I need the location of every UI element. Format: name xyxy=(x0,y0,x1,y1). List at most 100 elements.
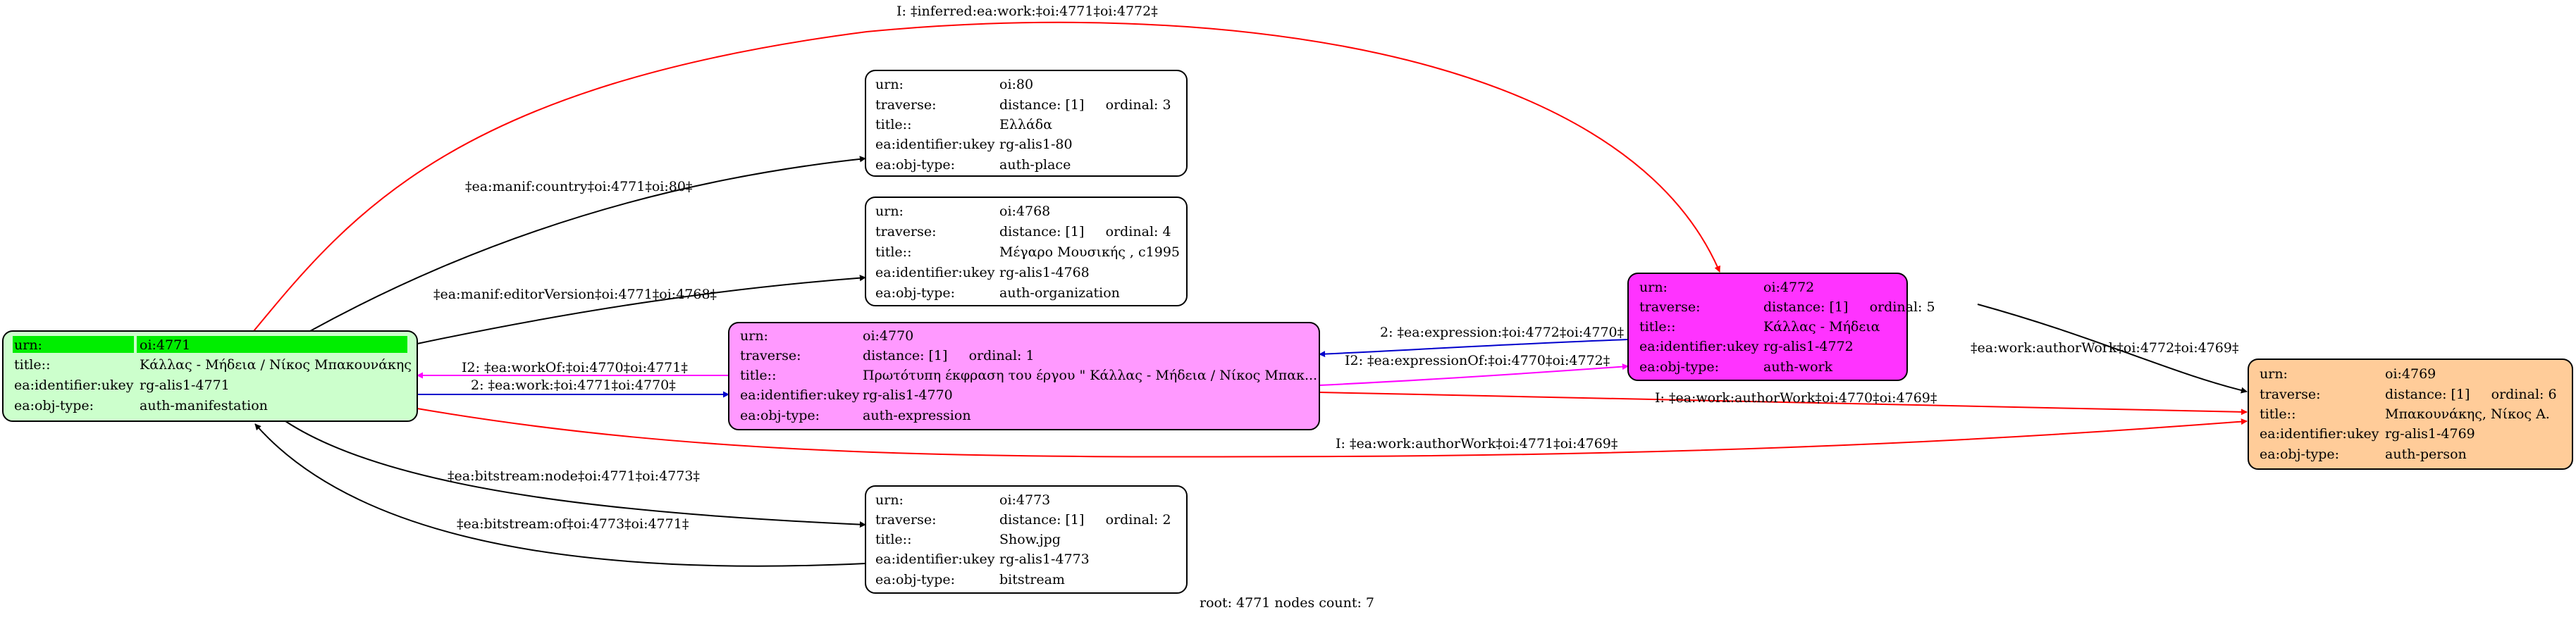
field-key: title:: xyxy=(14,357,50,373)
node-4772[interactable]: urn: oi:4772 traverse: distance: [1] ord… xyxy=(1627,273,1935,381)
node-4768[interactable]: urn: oi:4768 traverse: distance: [1] ord… xyxy=(865,197,1188,306)
field-value: distance: [1] ordinal: 2 xyxy=(999,512,1171,528)
field-key: ea:identifier:ukey xyxy=(740,387,860,403)
graph-caption: root: 4771 nodes count: 7 xyxy=(1200,595,1374,611)
edge-bitstream-node: ‡ea:bitstream:node‡oi:4771‡oi:4773‡ xyxy=(285,420,866,528)
node-box xyxy=(2,330,418,422)
edge-bitstream-of: ‡ea:bitstream:of‡oi:4773‡oi:4771‡ xyxy=(254,423,866,567)
field-key: title:: xyxy=(875,117,911,132)
edge-author-work-4770: I: ‡ea:work:authorWork‡oi:4770‡oi:4769‡ xyxy=(1319,390,2248,416)
field-value: auth-organization xyxy=(999,285,1120,301)
field-value: distance: [1] ordinal: 1 xyxy=(863,348,1035,363)
edge-work: 2: ‡ea:work:‡oi:4771‡oi:4770‡ xyxy=(417,378,729,398)
edge-work-of: I2: ‡ea:workOf:‡oi:4770‡oi:4771‡ xyxy=(417,360,729,379)
edge-expression-of: I2: ‡ea:expressionOf:‡oi:4770‡oi:4772‡ xyxy=(1319,353,1629,386)
node-4770[interactable]: urn: oi:4770 traverse: distance: [1] ord… xyxy=(728,322,1320,430)
field-key: ea:identifier:ukey xyxy=(2260,426,2379,442)
field-value: rg-alis1-4768 xyxy=(999,265,1090,280)
field-value: auth-expression xyxy=(863,408,971,423)
edge-manif-editor-version: ‡ea:manif:editorVersion‡oi:4771‡oi:4768‡ xyxy=(417,275,866,344)
field-key: ea:obj-type: xyxy=(875,157,955,173)
edge-label: ‡ea:manif:country‡oi:4771‡oi:80‡ xyxy=(465,179,692,194)
node-highlight-value xyxy=(137,336,407,353)
field-value: auth-person xyxy=(2385,447,2467,462)
field-value: oi:80 xyxy=(999,77,1033,92)
field-key: traverse: xyxy=(875,224,937,239)
field-value: distance: [1] ordinal: 5 xyxy=(1763,299,1935,315)
field-value: rg-alis1-4771 xyxy=(140,378,230,393)
field-key: urn: xyxy=(1639,280,1668,295)
node-box xyxy=(2248,359,2573,470)
edges: ‡ea:manif:country‡oi:4771‡oi:80‡ ‡ea:man… xyxy=(253,4,2248,567)
nodes: urn: oi:4771 title:: Κάλλας - Μήδεια / Ν… xyxy=(2,70,2573,594)
field-value: oi:4769 xyxy=(2385,366,2436,382)
edge-label: ‡ea:work:authorWork‡oi:4772‡oi:4769‡ xyxy=(1971,340,2238,356)
edge-manif-country: ‡ea:manif:country‡oi:4771‡oi:80‡ xyxy=(309,156,866,332)
edge-label: 2: ‡ea:expression:‡oi:4772‡oi:4770‡ xyxy=(1380,325,1624,340)
edge-label: I: ‡ea:work:authorWork‡oi:4771‡oi:4769‡ xyxy=(1336,436,1617,451)
edge-line xyxy=(309,156,866,332)
field-key: ea:obj-type: xyxy=(1639,359,1719,375)
edge-line xyxy=(1319,363,1629,386)
field-key: title:: xyxy=(875,532,911,547)
field-key: urn: xyxy=(740,328,768,344)
field-value: auth-work xyxy=(1763,359,1833,375)
field-key: traverse: xyxy=(875,512,937,528)
node-box xyxy=(728,322,1320,430)
edge-inferred-work: I: ‡inferred:ea:work:‡oi:4771‡oi:4772‡ xyxy=(253,4,1720,332)
field-key: ea:identifier:ukey xyxy=(1639,339,1759,354)
edge-line xyxy=(1319,339,1629,358)
edge-author-work-4771: I: ‡ea:work:authorWork‡oi:4771‡oi:4769‡ xyxy=(417,408,2248,458)
field-key: title:: xyxy=(740,368,776,383)
field-value: oi:4772 xyxy=(1763,280,1814,295)
field-key: urn: xyxy=(875,77,904,92)
field-key: title:: xyxy=(2260,406,2295,422)
node-4769[interactable]: urn: oi:4769 traverse: distance: [1] ord… xyxy=(2248,359,2573,470)
field-key: traverse: xyxy=(1639,299,1701,315)
field-key: ea:identifier:ukey xyxy=(875,551,995,567)
field-value: Κάλλας - Μήδεια xyxy=(1763,319,1880,335)
field-value: rg-alis1-4773 xyxy=(999,551,1090,567)
node-4773[interactable]: urn: oi:4773 traverse: distance: [1] ord… xyxy=(865,485,1188,594)
field-value: oi:4768 xyxy=(999,204,1050,219)
edge-label: ‡ea:manif:editorVersion‡oi:4771‡oi:4768‡ xyxy=(433,287,717,302)
node-4771[interactable]: urn: oi:4771 title:: Κάλλας - Μήδεια / Ν… xyxy=(2,330,418,422)
field-value: Ελλάδα xyxy=(999,117,1052,132)
field-key: title:: xyxy=(875,244,911,260)
field-key: ea:identifier:ukey xyxy=(875,265,995,280)
field-key: traverse: xyxy=(875,97,937,113)
edge-label: ‡ea:bitstream:node‡oi:4771‡oi:4773‡ xyxy=(448,468,700,484)
edge-line xyxy=(417,408,2248,458)
field-value: rg-alis1-80 xyxy=(999,137,1073,152)
edge-line xyxy=(285,420,866,528)
field-value: distance: [1] ordinal: 4 xyxy=(999,224,1171,239)
field-key: ea:identifier:ukey xyxy=(875,137,995,152)
edge-label: I2: ‡ea:workOf:‡oi:4770‡oi:4771‡ xyxy=(462,360,688,375)
field-key: urn: xyxy=(875,204,904,219)
field-value: oi:4773 xyxy=(999,492,1050,508)
field-value: bitstream xyxy=(999,572,1065,587)
field-key: ea:identifier:ukey xyxy=(14,378,134,393)
field-value: Πρωτότυπη έκφραση του έργου " Κάλλας - Μ… xyxy=(863,368,1317,383)
edge-label: 2: ‡ea:work:‡oi:4771‡oi:4770‡ xyxy=(471,378,676,393)
edge-expression: 2: ‡ea:expression:‡oi:4772‡oi:4770‡ xyxy=(1319,325,1629,358)
edge-label: I: ‡ea:work:authorWork‡oi:4770‡oi:4769‡ xyxy=(1655,390,1937,406)
field-value: Show.jpg xyxy=(999,532,1061,547)
field-value: distance: [1] ordinal: 6 xyxy=(2385,387,2557,402)
field-value: Μέγαρο Μουσικής , c1995 xyxy=(999,244,1180,260)
node-box xyxy=(865,197,1188,306)
field-value: rg-alis1-4769 xyxy=(2385,426,2475,442)
field-value: rg-alis1-4772 xyxy=(1763,339,1854,354)
field-value: Μπακουνάκης, Νίκος Α. xyxy=(2385,406,2550,422)
edge-line xyxy=(254,423,866,567)
field-value: auth-manifestation xyxy=(140,398,268,413)
field-key: ea:obj-type: xyxy=(740,408,820,423)
field-key: traverse: xyxy=(740,348,801,363)
field-value: Κάλλας - Μήδεια / Νίκος Μπακουνάκης xyxy=(140,357,412,373)
field-key: urn: xyxy=(14,337,42,353)
field-value: rg-alis1-4770 xyxy=(863,387,953,403)
node-80[interactable]: urn: oi:80 traverse: distance: [1] ordin… xyxy=(865,70,1188,177)
edge-line xyxy=(417,275,866,344)
node-highlight-key xyxy=(13,336,134,353)
